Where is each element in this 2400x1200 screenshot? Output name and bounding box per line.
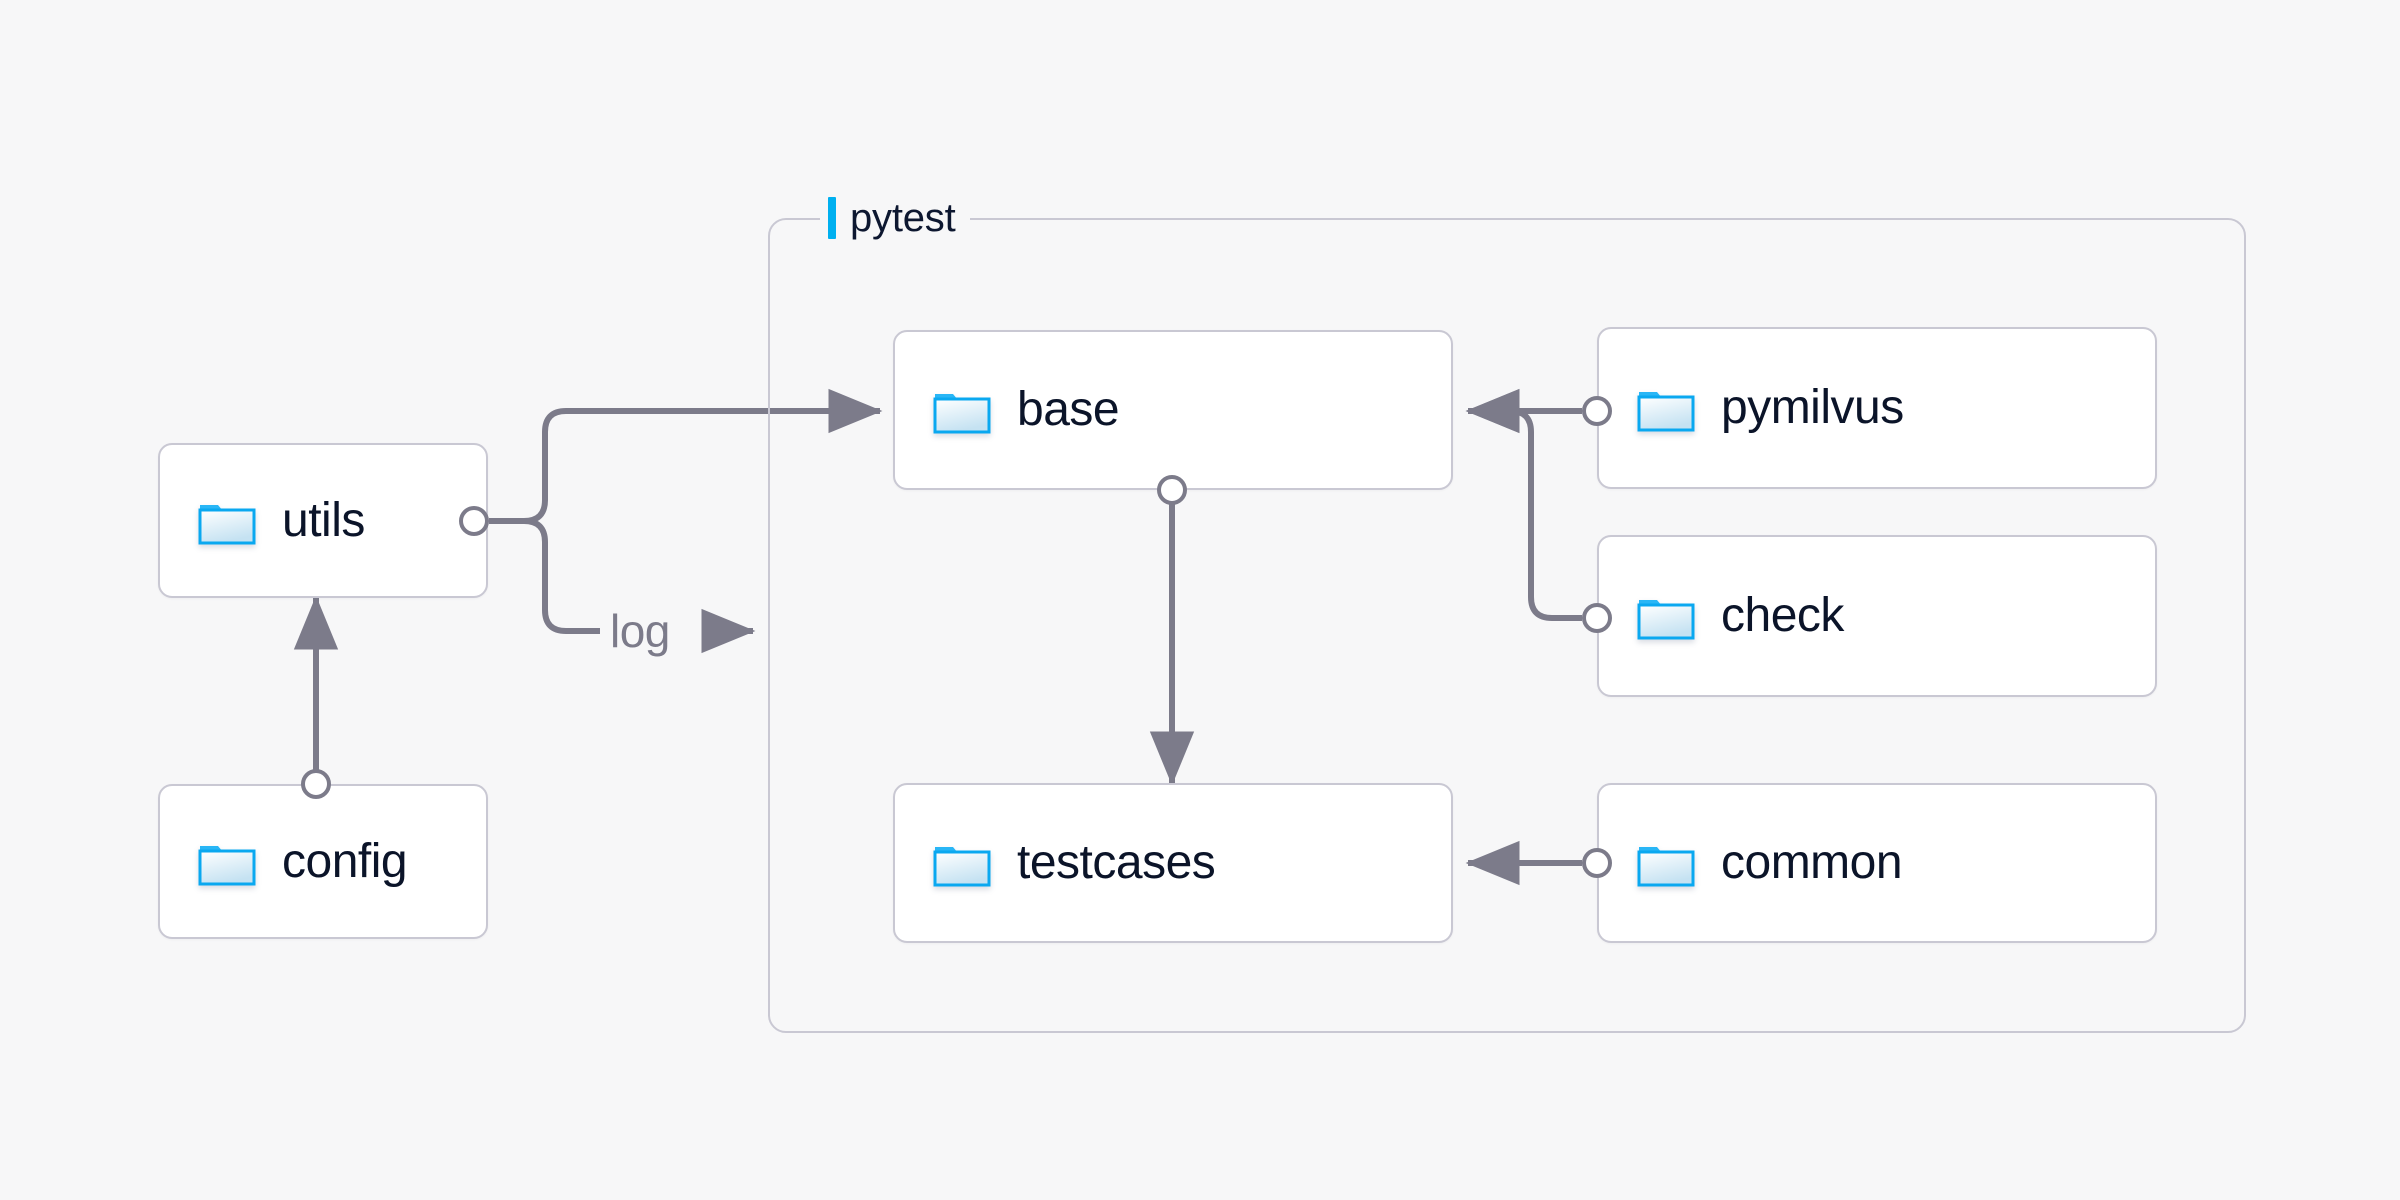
node-pymilvus-content: pymilvus [1599, 384, 1904, 432]
node-testcases[interactable]: testcases [893, 783, 1453, 943]
folder-icon [198, 504, 256, 544]
port-utils-right[interactable] [459, 506, 489, 536]
node-check-content: check [1599, 592, 1844, 640]
node-config-content: config [160, 834, 408, 888]
node-base[interactable]: base [893, 330, 1453, 490]
folder-icon [933, 847, 991, 887]
group-pytest-label-text: pytest [850, 195, 956, 240]
node-common[interactable]: common [1597, 783, 2157, 943]
node-common-label: common [1721, 836, 1903, 889]
node-utils-content: utils [160, 493, 365, 547]
accent-bar-icon [828, 197, 836, 239]
folder-icon [933, 394, 991, 434]
node-base-content: base [895, 383, 1120, 436]
node-config-label: config [282, 834, 408, 888]
folder-icon [198, 845, 256, 885]
group-pytest[interactable] [768, 218, 2246, 1033]
node-check-label: check [1721, 589, 1844, 642]
folder-icon [1637, 600, 1695, 640]
port-base-bottom[interactable] [1157, 475, 1187, 505]
folder-icon [1637, 392, 1695, 432]
node-pymilvus[interactable]: pymilvus [1597, 327, 2157, 489]
node-utils[interactable]: utils [158, 443, 488, 598]
node-check[interactable]: check [1597, 535, 2157, 697]
node-testcases-content: testcases [895, 836, 1216, 889]
folder-icon [1637, 847, 1695, 887]
node-config[interactable]: config [158, 784, 488, 939]
port-config-top[interactable] [301, 769, 331, 799]
node-pymilvus-label: pymilvus [1721, 381, 1904, 434]
port-common-left[interactable] [1582, 848, 1612, 878]
port-check-left[interactable] [1582, 603, 1612, 633]
group-pytest-label: pytest [820, 194, 970, 242]
node-base-label: base [1017, 383, 1120, 436]
node-testcases-label: testcases [1017, 836, 1216, 889]
edge-label-log: log [600, 608, 680, 654]
node-common-content: common [1599, 836, 1903, 889]
edge-utils-log [523, 518, 600, 634]
port-pymilvus-left[interactable] [1582, 396, 1612, 426]
node-utils-label: utils [282, 493, 365, 547]
